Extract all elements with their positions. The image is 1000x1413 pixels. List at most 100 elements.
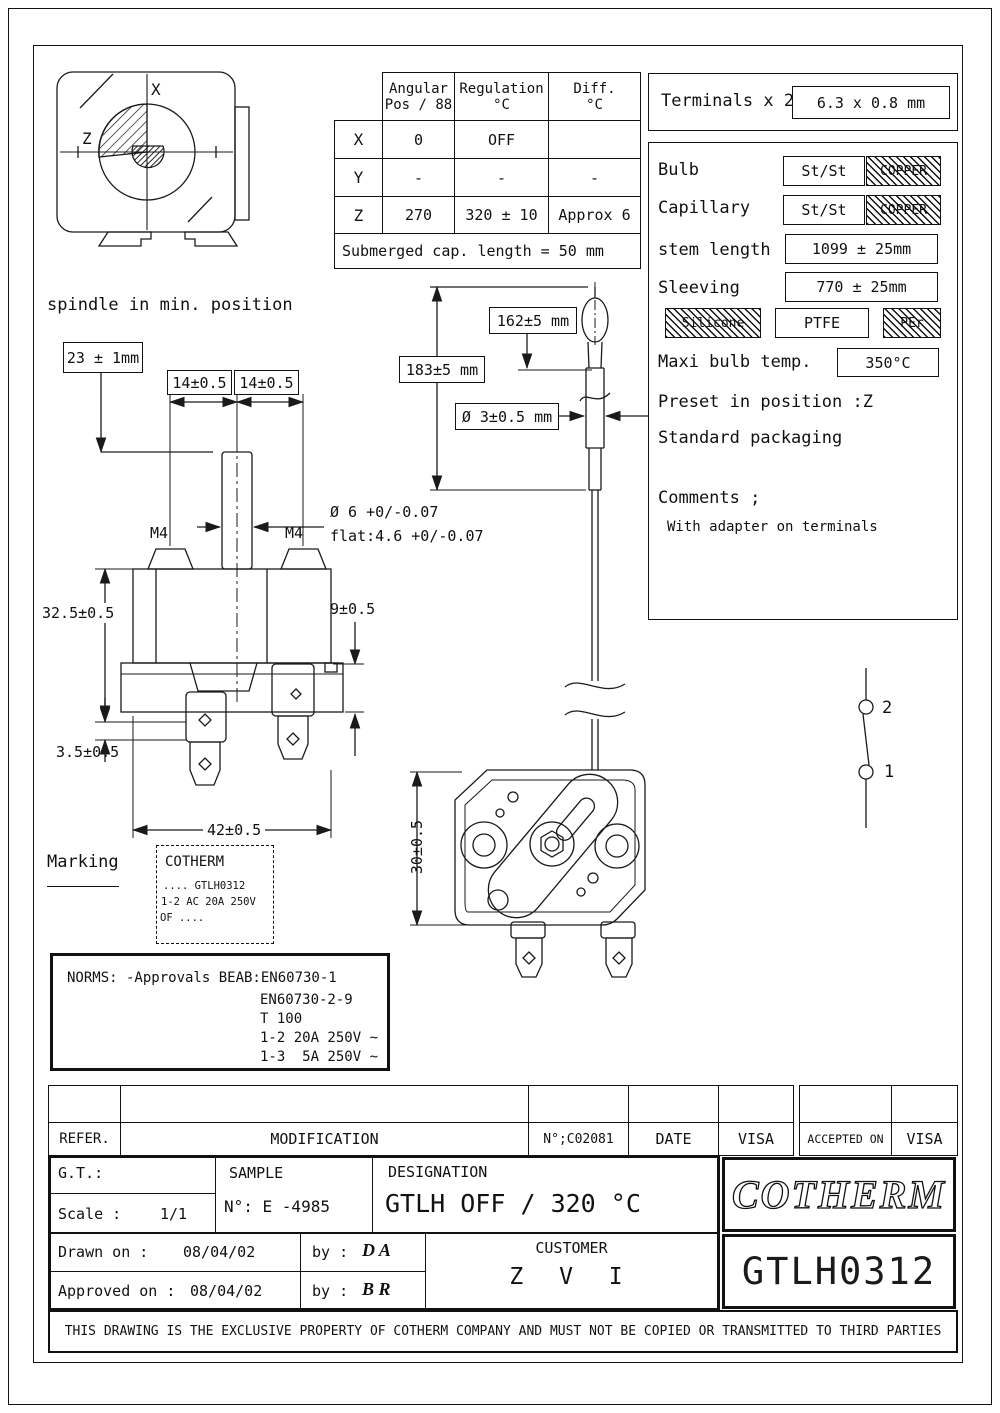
bulb-rejected-option: COPPER bbox=[866, 156, 941, 186]
dim-body-width: 42±0.5 bbox=[203, 820, 266, 840]
rev-header-modification: MODIFICATION bbox=[120, 1122, 529, 1156]
table-row-y-label: Y bbox=[334, 158, 383, 197]
table-row-z-angular: 270 bbox=[382, 196, 455, 234]
rev-header-visa1: VISA bbox=[718, 1122, 794, 1156]
dim-screw-span-right: 14±0.5 bbox=[234, 370, 299, 395]
header-regulation-line1: Regulation bbox=[459, 80, 544, 97]
norms-line3: T 100 bbox=[260, 1011, 303, 1027]
header-angular-line1: Angular bbox=[388, 80, 448, 97]
marking-line1: COTHERM bbox=[165, 854, 225, 870]
norms-line4: 1-2 20A 250V ~ bbox=[260, 1030, 379, 1046]
bulb-rejected-text: COPPER bbox=[880, 163, 927, 179]
rev-empty-visa1 bbox=[718, 1085, 794, 1123]
stem-length-label: stem length bbox=[658, 240, 771, 260]
header-regulation-line2: °C bbox=[493, 96, 510, 113]
scale-label: Scale : bbox=[58, 1205, 122, 1223]
m4-left-label: M4 bbox=[150, 524, 169, 542]
part-number-box: GTLH0312 bbox=[722, 1234, 956, 1309]
rev-empty-refer bbox=[48, 1085, 121, 1123]
norms-box: NORMS: -Approvals BEAB:EN60730-1 EN60730… bbox=[50, 953, 390, 1071]
capillary-rejected-option: COPPER bbox=[866, 195, 941, 225]
m4-right-label: M4 bbox=[285, 524, 304, 542]
table-row-x-label: X bbox=[334, 120, 383, 159]
rev-empty-date bbox=[628, 1085, 719, 1123]
table-row-x-regulation: OFF bbox=[454, 120, 549, 159]
table-row-x-diff bbox=[548, 120, 641, 159]
drawn-by-label: by : bbox=[312, 1243, 349, 1261]
table-row-x-angular: 0 bbox=[382, 120, 455, 159]
stem-length-value: 1099 ± 25mm bbox=[785, 234, 938, 264]
table-footer-submerged: Submerged cap. length = 50 mm bbox=[334, 233, 641, 269]
pe-text: PEr bbox=[900, 315, 924, 331]
terminals-value: 6.3 x 0.8 mm bbox=[792, 86, 950, 119]
comments-label: Comments ; bbox=[658, 488, 761, 508]
angular-table-header-regulation: Regulation °C bbox=[454, 72, 549, 121]
customer-value: Z V I bbox=[509, 1264, 634, 1290]
part-number: GTLH0312 bbox=[741, 1250, 937, 1293]
silicone-text: Silicone bbox=[681, 315, 745, 331]
designation-value: GTLH OFF / 320 °C bbox=[385, 1189, 641, 1218]
sleeving-rejected-pe: PEr bbox=[883, 308, 941, 338]
axis-x-label: X bbox=[151, 80, 161, 99]
drawn-on-label: Drawn on : bbox=[58, 1243, 149, 1261]
dim-shaft-dia: Ø 6 +0/-0.07 bbox=[330, 503, 439, 521]
table-row-z-diff: Approx 6 bbox=[548, 196, 641, 234]
bulb-value: St/St bbox=[783, 156, 865, 186]
rev-header-number: N°;C02081 bbox=[528, 1122, 629, 1156]
scale-value: 1/1 bbox=[160, 1205, 188, 1223]
angular-table-header-angular: Angular Pos / 88 bbox=[382, 72, 455, 121]
terminal-1-label: 1 bbox=[884, 762, 895, 782]
rev-empty-accepted bbox=[799, 1085, 892, 1123]
dim-body-height: 32.5±0.5 bbox=[40, 603, 117, 623]
drawn-by-value: D A bbox=[362, 1240, 391, 1260]
rev-header-date: DATE bbox=[628, 1122, 719, 1156]
marking-box: COTHERM .... GTLH0312 1-2 AC 20A 250V OF… bbox=[156, 845, 274, 944]
approved-by-label: by : bbox=[312, 1282, 349, 1300]
dim-shaft-flat: flat:4.6 +0/-0.07 bbox=[330, 527, 484, 545]
spindle-caption: spindle in min. position bbox=[47, 295, 293, 315]
rev-empty-visa2 bbox=[891, 1085, 958, 1123]
disclaimer-bar: THIS DRAWING IS THE EXCLUSIVE PROPERTY O… bbox=[48, 1310, 958, 1353]
rev-header-visa2: VISA bbox=[891, 1122, 958, 1156]
outer-frame bbox=[8, 8, 992, 1405]
drawing-frame bbox=[33, 45, 963, 1363]
table-row-z-regulation: 320 ± 10 bbox=[454, 196, 549, 234]
angular-table-header-diff: Diff. °C bbox=[548, 72, 641, 121]
designation-label: DESIGNATION bbox=[388, 1163, 488, 1181]
approved-on-value: 08/04/02 bbox=[190, 1282, 263, 1300]
sample-label: SAMPLE bbox=[229, 1164, 284, 1182]
norms-line2: EN60730-2-9 bbox=[260, 992, 353, 1008]
table-row-z-label: Z bbox=[334, 196, 383, 234]
sleeving-rejected-silicone: Silicone bbox=[665, 308, 761, 338]
dim-capillary-dia: Ø 3±0.5 mm bbox=[455, 403, 559, 430]
sample-value: N°: E -4985 bbox=[224, 1197, 330, 1216]
marking-line4: OF .... bbox=[160, 912, 205, 924]
bulb-label: Bulb bbox=[658, 160, 699, 180]
marking-line3: 1-2 AC 20A 250V bbox=[161, 896, 256, 908]
dim-flange-thickness: 3.5±0.5 bbox=[56, 743, 120, 761]
axis-z-label: Z bbox=[82, 129, 92, 148]
drawn-approved-divider bbox=[50, 1271, 302, 1272]
marking-title: Marking bbox=[47, 852, 119, 888]
table-row-y-angular: - bbox=[382, 158, 455, 197]
comments-text: With adapter on terminals bbox=[667, 519, 878, 535]
rev-empty-modification bbox=[120, 1085, 529, 1123]
disclaimer-text: THIS DRAWING IS THE EXCLUSIVE PROPERTY O… bbox=[64, 1323, 942, 1339]
by-divider bbox=[300, 1271, 425, 1272]
capillary-value: St/St bbox=[783, 195, 865, 225]
rev-header-refer: REFER. bbox=[48, 1122, 121, 1156]
terminals-label: Terminals x 2 bbox=[661, 91, 795, 111]
terminal-2-label: 2 bbox=[882, 698, 893, 718]
sleeving-value: 770 ± 25mm bbox=[785, 272, 938, 302]
maxi-bulb-temp-label: Maxi bulb temp. bbox=[658, 352, 812, 372]
table-row-y-regulation: - bbox=[454, 158, 549, 197]
dim-bulb-183: 183±5 mm bbox=[399, 356, 485, 383]
header-angular-line2: Pos / 88 bbox=[384, 96, 453, 113]
dim-rear-height: 30±0.5 bbox=[408, 819, 426, 875]
approved-on-label: Approved on : bbox=[58, 1282, 176, 1300]
sleeving-selected-ptfe: PTFE bbox=[775, 308, 869, 338]
header-diff-line2: °C bbox=[586, 96, 603, 113]
rev-header-accepted-on: ACCEPTED ON bbox=[799, 1122, 892, 1156]
norms-line1: NORMS: -Approvals BEAB:EN60730-1 bbox=[67, 970, 337, 986]
